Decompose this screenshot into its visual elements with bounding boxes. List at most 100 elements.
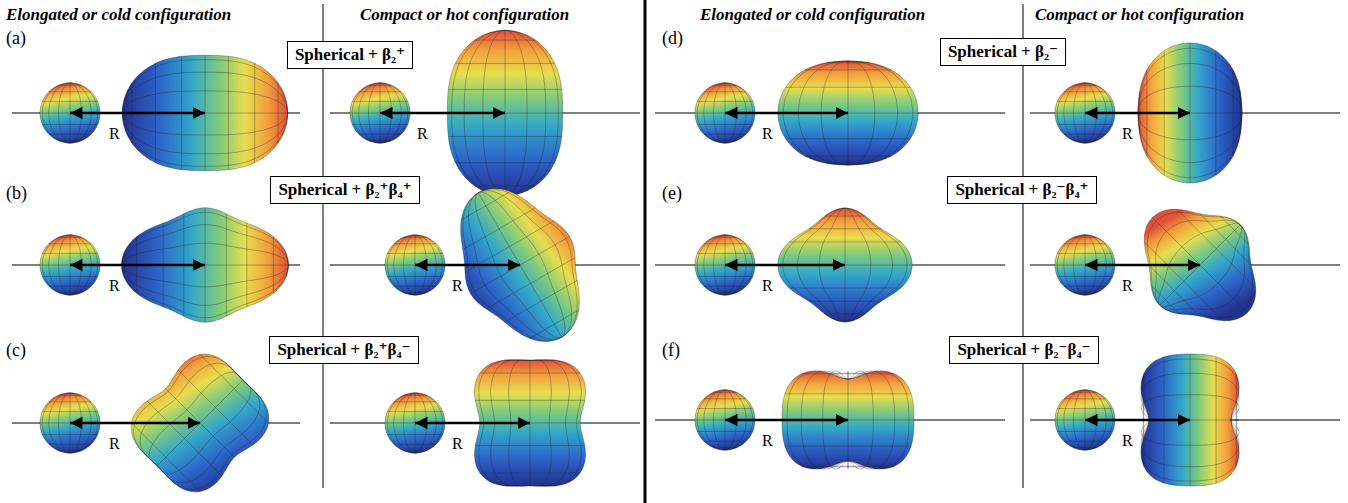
distance-label: R [108, 277, 121, 295]
grid-line [1064, 441, 1106, 442]
grid-line [134, 357, 243, 466]
grid-line [404, 395, 427, 396]
axis-line [1030, 420, 1340, 421]
grid-line [802, 373, 894, 374]
grid-line [42, 411, 97, 412]
column-header: Elongated or cold configuration [6, 5, 231, 25]
grid-line [49, 286, 91, 287]
grid-line [463, 208, 535, 250]
grid-line [1236, 374, 1237, 466]
grid-line [827, 163, 869, 164]
grid-line [1240, 92, 1241, 134]
grid-line [704, 441, 746, 442]
grid-line [404, 450, 427, 451]
grid-line [475, 400, 584, 401]
grid-line [704, 398, 746, 399]
grid-line [1149, 265, 1200, 316]
deformation-label-box: Spherical + β₂⁺β₄⁺ [270, 176, 419, 203]
distance-label: R [761, 125, 774, 143]
grid-line [714, 140, 737, 141]
grid-line [352, 101, 407, 102]
grid-line [49, 134, 91, 135]
grid-line [1057, 431, 1112, 432]
distance-label: R [761, 432, 774, 450]
panel-letter: (e) [662, 183, 682, 204]
grid-line [704, 243, 746, 244]
distance-label: R [108, 125, 121, 143]
distance-label: R [1121, 277, 1134, 295]
grid-line [225, 362, 261, 398]
axis-line [330, 265, 640, 266]
column-divider [1023, 4, 1024, 488]
grid-line [455, 162, 554, 163]
grid-line [359, 91, 401, 92]
grid-line [42, 101, 97, 102]
deformation-label: Spherical + β₂⁺ [295, 45, 405, 64]
grid-line [59, 237, 82, 238]
grid-line [352, 124, 407, 125]
grid-line [697, 101, 752, 102]
grid-line [132, 423, 200, 491]
grid-line [802, 466, 894, 467]
grid-line [1064, 286, 1106, 287]
panel-letter: (c) [6, 340, 26, 361]
grid-line [387, 434, 442, 435]
grid-line [387, 276, 442, 277]
deformation-label-box: Spherical + β₂⁺ [287, 41, 413, 68]
grid-line [825, 216, 866, 217]
grid-line [226, 214, 227, 316]
grid-line [1074, 237, 1097, 238]
grid-line [1057, 253, 1112, 254]
grid-line [157, 380, 266, 489]
column-header: Compact or hot configuration [1035, 5, 1244, 25]
grid-line [1064, 134, 1106, 135]
grid-line [697, 431, 752, 432]
grid-line [714, 237, 737, 238]
grid-line [140, 363, 243, 466]
grid-line [1144, 242, 1223, 321]
grid-line [394, 286, 436, 287]
axis-line [12, 113, 300, 114]
grid-line [530, 310, 579, 338]
axis-line [330, 423, 640, 424]
grid-line [1064, 398, 1106, 399]
grid-line [49, 243, 91, 244]
grid-line [1057, 276, 1112, 277]
grid-line [42, 434, 97, 435]
grid-line [1233, 70, 1234, 156]
grid-line [1151, 285, 1180, 314]
distance-arrow [415, 264, 520, 267]
grid-line [178, 370, 253, 445]
grid-line [475, 185, 535, 186]
grid-line [697, 124, 752, 125]
grid-line [49, 444, 91, 445]
grid-line [809, 228, 882, 229]
grid-line [478, 189, 577, 337]
grid-line [463, 193, 562, 341]
distance-arrow [380, 112, 505, 115]
grid-line [277, 83, 278, 143]
grid-line [1200, 214, 1251, 265]
distance-arrow [70, 112, 205, 115]
grid-line [59, 450, 82, 451]
grid-line [157, 380, 251, 474]
grid-line [1057, 408, 1112, 409]
grid-line [1074, 140, 1097, 141]
column-header: Compact or hot configuration [360, 5, 569, 25]
deformation-label: Spherical + β₂⁺β₄⁺ [278, 180, 411, 199]
distance-label: R [451, 277, 464, 295]
grid-line [704, 286, 746, 287]
grid-line [246, 223, 247, 307]
grid-line [789, 288, 900, 289]
axis-line [1030, 113, 1340, 114]
grid-line [448, 89, 561, 90]
grid-line [1074, 447, 1097, 448]
grid-line [505, 280, 577, 322]
grid-line [704, 134, 746, 135]
grid-line [254, 63, 255, 162]
grid-line [59, 395, 82, 396]
deformation-label: Spherical + β₂⁻β₄⁺ [955, 180, 1088, 199]
grid-line [394, 401, 436, 402]
grid-line [825, 313, 866, 314]
grid-line [59, 292, 82, 293]
